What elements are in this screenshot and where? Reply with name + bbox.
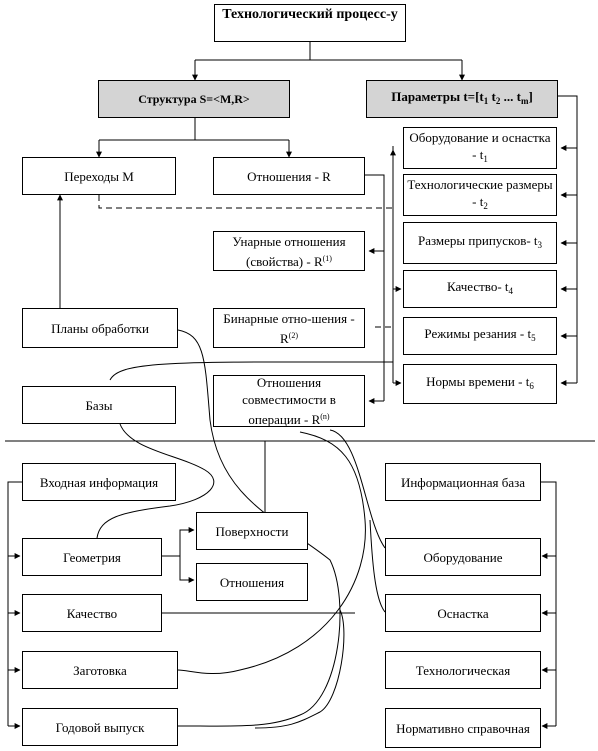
param-equipment-box: Оборудование и оснастка - t1 (403, 127, 557, 169)
base-technological-box: Технологическая (385, 651, 541, 689)
compat-text: Отношения совместимости в операции - R(n… (242, 375, 336, 427)
param-dimensions-text: Технологические размеры - t2 (407, 176, 553, 211)
structure-box: Структура S=<M,R> (98, 80, 290, 118)
relations-box: Отношения - R (213, 157, 365, 195)
base-tooling-box: Оснастка (385, 594, 541, 632)
bases-box: Базы (22, 386, 176, 424)
input-geometry-box: Геометрия (22, 538, 162, 576)
input-blank-text: Заготовка (73, 662, 127, 678)
unary-text: Унарные отношения (свойства) - R(1) (232, 233, 346, 269)
bases-text: Базы (85, 397, 113, 413)
param-equipment-text: Оборудование и оснастка - t1 (409, 129, 551, 164)
param-allowances-box: Размеры припусков- t3 (403, 222, 557, 264)
binary-relations-box: Бинарные отно-шения - R(2) (213, 308, 365, 348)
unary-relations-box: Унарные отношения (свойства) - R(1) (213, 231, 365, 271)
structure-text: Структура S=<M,R> (138, 91, 250, 106)
compat-relations-box: Отношения совместимости в операции - R(n… (213, 375, 365, 427)
param-time-text: Нормы времени - t6 (426, 374, 534, 391)
input-annual-box: Годовой выпуск (22, 708, 178, 746)
base-technological-text: Технологическая (415, 662, 511, 678)
input-info-box: Входная информация (22, 463, 176, 501)
param-cutting-text: Режимы резания - t5 (424, 326, 536, 343)
plans-box: Планы обработки (22, 308, 178, 348)
param-cutting-box: Режимы резания - t5 (403, 317, 557, 355)
process-title-text: Технологический процесс-у (222, 7, 398, 22)
param-time-box: Нормы времени - t6 (403, 364, 557, 404)
param-quality-text: Качество- t4 (446, 279, 514, 296)
transitions-box: Переходы М (22, 157, 176, 195)
geometry-surfaces-text: Поверхности (215, 523, 289, 539)
info-base-text: Информационная база (400, 474, 526, 490)
base-normative-box: Нормативно справочная (385, 708, 541, 748)
param-quality-box: Качество- t4 (403, 270, 557, 308)
relations-text: Отношения - R (247, 168, 331, 184)
input-quality-text: Качество (66, 605, 118, 621)
input-geometry-text: Геометрия (63, 549, 121, 565)
geometry-relations-box: Отношения (196, 563, 308, 601)
input-blank-box: Заготовка (22, 651, 178, 689)
base-equipment-box: Оборудование (385, 538, 541, 576)
geometry-surfaces-box: Поверхности (196, 512, 308, 550)
input-quality-box: Качество (22, 594, 162, 632)
process-title: Технологический процесс-у (214, 4, 406, 42)
plans-text: Планы обработки (51, 320, 149, 336)
binary-text: Бинарные отно-шения - R(2) (223, 310, 355, 346)
base-normative-text: Нормативно справочная (396, 720, 530, 736)
geometry-relations-text: Отношения (219, 574, 285, 590)
transitions-text: Переходы М (64, 168, 134, 184)
input-annual-text: Годовой выпуск (55, 719, 145, 735)
info-base-box: Информационная база (385, 463, 541, 501)
base-equipment-text: Оборудование (423, 549, 503, 565)
base-tooling-text: Оснастка (437, 605, 489, 621)
parameters-text: Параметры t=[t1 t2 ... tm] (391, 89, 533, 106)
param-dimensions-box: Технологические размеры - t2 (403, 174, 557, 216)
parameters-box: Параметры t=[t1 t2 ... tm] (366, 80, 558, 118)
input-info-text: Входная информация (39, 474, 159, 490)
param-allowances-text: Размеры припусков- t3 (417, 233, 543, 250)
